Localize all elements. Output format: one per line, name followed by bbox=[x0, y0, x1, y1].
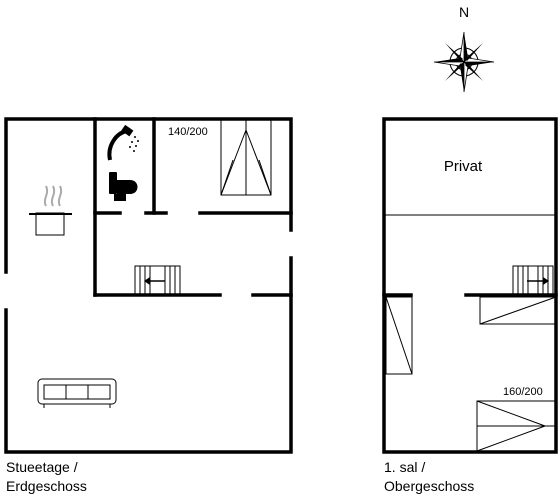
compass-rose-icon bbox=[433, 31, 495, 93]
ground-floor-outer-wall bbox=[4, 117, 293, 454]
first-floor-caption-line1: 1. sal / bbox=[384, 459, 426, 475]
double-bed-icon bbox=[220, 118, 272, 196]
closet-icon bbox=[385, 296, 413, 375]
sofa-icon bbox=[37, 378, 117, 408]
first-floor-caption: 1. sal / Obergeschoss bbox=[384, 458, 474, 496]
compass-north-label: N bbox=[459, 4, 469, 20]
cooking-pot-icon bbox=[29, 185, 72, 236]
first-floor-outer-wall bbox=[382, 117, 558, 454]
ground-floor-caption-line1: Stueetage / bbox=[6, 459, 78, 475]
first-bed-label: 160/200 bbox=[503, 386, 543, 398]
ground-floor-plan: 140/200 bbox=[4, 117, 293, 454]
ground-bed-label: 140/200 bbox=[168, 126, 208, 138]
first-floor-caption-line2: Obergeschoss bbox=[384, 478, 475, 494]
bedroom-wall bbox=[152, 117, 293, 215]
shower-icon bbox=[107, 124, 139, 161]
first-floor-plan: Privat 160/200 bbox=[382, 117, 558, 454]
toilet-icon bbox=[109, 172, 138, 201]
private-room-label: Privat bbox=[444, 158, 483, 175]
ground-floor-caption: Stueetage / Erdgeschoss bbox=[6, 458, 87, 496]
stairs-icon bbox=[512, 265, 554, 296]
stairs-icon bbox=[134, 265, 181, 296]
ground-floor-caption-line2: Erdgeschoss bbox=[6, 478, 87, 494]
double-bed-icon bbox=[476, 400, 557, 452]
single-bed-icon bbox=[479, 296, 557, 325]
